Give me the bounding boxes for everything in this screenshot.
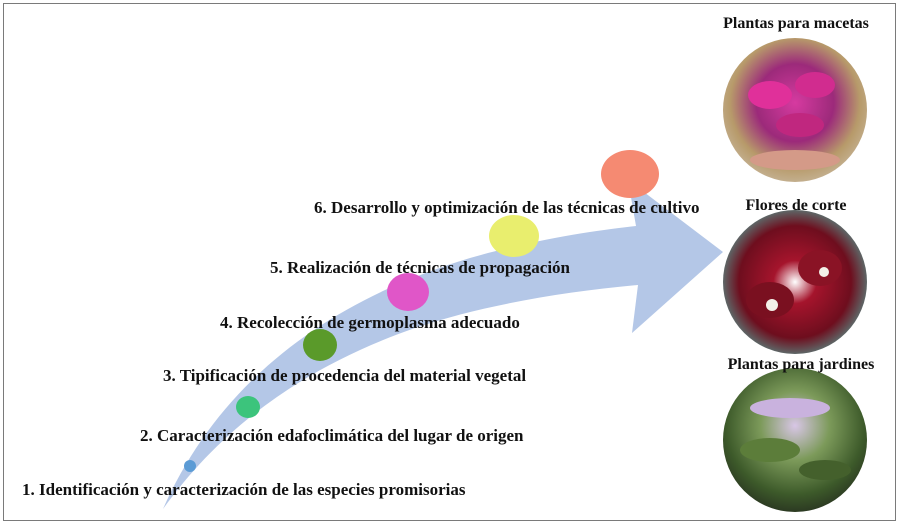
step-2-label: 2. Caracterización edafoclimática del lu… xyxy=(140,426,524,445)
step-4-label: 4. Recolección de germoplasma adecuado xyxy=(220,313,520,332)
step-3-label: 3. Tipificación de procedencia del mater… xyxy=(163,366,527,385)
step-3-bubble xyxy=(303,329,337,361)
photo-plantas-para-macetas xyxy=(723,38,867,182)
step-4-bubble xyxy=(387,273,429,311)
category-label-jardines: Plantas para jardines xyxy=(727,356,875,373)
step-1-label: 1. Identificación y caracterización de l… xyxy=(22,480,466,499)
step-6-label: 6. Desarrollo y optimización de las técn… xyxy=(314,198,700,217)
step-5-label: 5. Realización de técnicas de propagació… xyxy=(270,258,570,277)
category-label-macetas: Plantas para macetas xyxy=(723,15,869,32)
curved-arrow xyxy=(163,180,723,509)
step-2-bubble xyxy=(236,396,260,418)
photo-plantas-para-jardines xyxy=(723,368,867,512)
photo-flores-de-corte xyxy=(723,210,867,354)
step-5-bubble xyxy=(489,215,539,257)
category-label-corte: Flores de corte xyxy=(745,197,847,214)
step-6-bubble xyxy=(601,150,659,198)
step-1-bubble xyxy=(184,460,196,472)
